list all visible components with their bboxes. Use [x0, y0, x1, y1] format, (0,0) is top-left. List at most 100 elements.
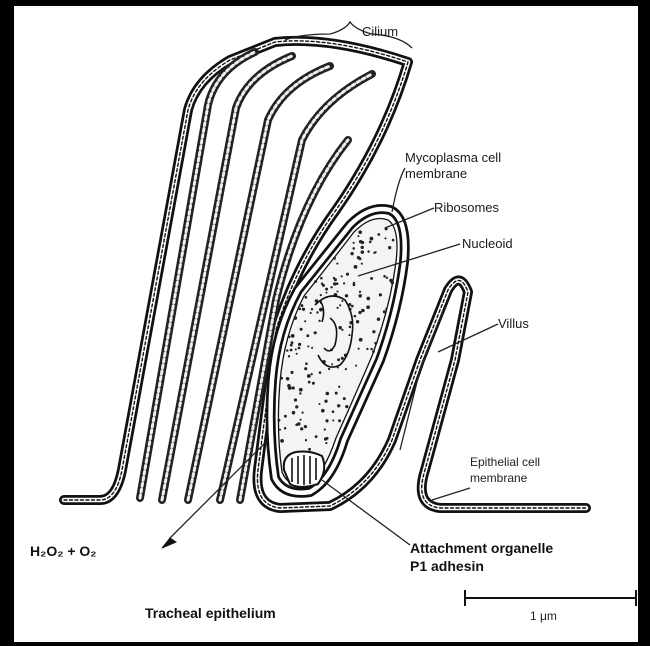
- ribosome-dot: [324, 400, 327, 403]
- ribosome-dot: [325, 288, 328, 291]
- ribosome-dot: [357, 256, 360, 259]
- ribosome-dot: [374, 251, 376, 253]
- ribosome-dot: [391, 281, 394, 284]
- ribosome-dot: [339, 304, 341, 306]
- ribosome-dot: [280, 439, 284, 443]
- ribosome-dot: [330, 286, 332, 288]
- ribosome-dot: [337, 307, 339, 309]
- ribosome-dot: [337, 358, 340, 361]
- ribosome-dot: [377, 317, 380, 320]
- ribosome-dot: [290, 349, 293, 352]
- ribosome-dot: [346, 273, 349, 276]
- ribosome-dot: [318, 403, 320, 405]
- ribosome-dot: [328, 368, 330, 370]
- ribosome-dot: [372, 330, 375, 333]
- ribosome-dot: [284, 415, 287, 418]
- ribosome-dot: [377, 233, 380, 236]
- ribosome-dot: [325, 442, 327, 444]
- ribosome-dot: [311, 347, 313, 349]
- ribosome-dot: [316, 311, 318, 313]
- ribosome-dot: [287, 384, 291, 388]
- ribosome-dot: [322, 284, 325, 287]
- ribosome-dot: [311, 308, 313, 310]
- ribosome-dot: [295, 405, 298, 408]
- ribosome-dot: [305, 296, 308, 299]
- ribosome-dot: [312, 382, 315, 385]
- ribosome-dot: [358, 230, 362, 234]
- ribosome-dot: [333, 282, 336, 285]
- ribosome-dot: [367, 250, 369, 252]
- ribosome-dot: [286, 349, 288, 351]
- ribosome-dot: [341, 275, 343, 277]
- label-nucleoid: Nucleoid: [462, 236, 513, 251]
- ribosome-dot: [302, 412, 304, 414]
- ribosome-dot: [288, 355, 290, 357]
- ribosome-dot: [291, 334, 295, 338]
- ribosome-dot: [326, 437, 329, 440]
- ribosome-dot: [304, 425, 307, 428]
- label-mycoplasma-membrane-2: membrane: [405, 166, 467, 181]
- ribosome-dot: [326, 392, 330, 396]
- ribosome-dot: [359, 291, 361, 293]
- ribosome-dot: [291, 341, 294, 344]
- label-mycoplasma-membrane-1: Mycoplasma cell: [405, 150, 501, 165]
- ribosome-dot: [314, 331, 317, 334]
- label-p1-adhesin: P1 adhesin: [410, 558, 484, 574]
- ribosome-dot: [324, 428, 326, 430]
- ribosome-dot: [356, 320, 359, 323]
- label-cilium: Cilium: [362, 24, 398, 39]
- ribosome-dot: [311, 373, 313, 375]
- ribosome-dot: [310, 312, 312, 314]
- label-villus: Villus: [498, 316, 529, 331]
- ribosome-dot: [343, 397, 346, 400]
- label-attachment-organelle: Attachment organelle: [410, 540, 553, 556]
- ribosome-dot: [345, 294, 348, 297]
- ribosome-dot: [351, 305, 354, 308]
- ribosome-dot: [298, 347, 301, 350]
- ribosome-dot: [300, 328, 303, 331]
- label-epithelial-2: membrane: [470, 471, 528, 485]
- ribosome-dot: [370, 348, 372, 350]
- ribosome-dot: [295, 348, 297, 350]
- ribosome-dot: [280, 377, 283, 380]
- ribosome-dot: [338, 326, 341, 329]
- ribosome-dot: [332, 410, 335, 413]
- ribosome-dot: [333, 277, 335, 279]
- ribosome-dot: [361, 246, 364, 249]
- ribosome-dot: [305, 362, 308, 365]
- ribosome-dot: [336, 263, 338, 265]
- ribosome-dot: [369, 241, 372, 244]
- ribosome-dot: [290, 371, 293, 374]
- ribosome-dot: [308, 381, 311, 384]
- ribosome-dot: [299, 392, 301, 394]
- ribosome-dot: [326, 292, 328, 294]
- ribosome-dot: [284, 427, 287, 430]
- ribosome-dot: [314, 280, 317, 283]
- ribosome-dot: [359, 338, 363, 342]
- label-scale: 1 μm: [530, 609, 557, 623]
- ribosome-dot: [383, 275, 386, 278]
- ribosome-dot: [321, 409, 325, 413]
- ribosome-dot: [355, 365, 357, 367]
- ribosome-dot: [292, 411, 296, 415]
- ribosome-dot: [370, 277, 373, 280]
- ribosome-dot: [299, 388, 303, 392]
- ribosome-dot: [332, 419, 334, 421]
- ribosome-dot: [354, 315, 357, 318]
- ribosome-dot: [374, 342, 377, 345]
- ribosome-dot: [319, 371, 322, 374]
- ribosome-dot: [307, 374, 311, 378]
- label-ribosomes: Ribosomes: [434, 200, 500, 215]
- ribosome-dot: [307, 345, 309, 347]
- ribosome-dot: [293, 316, 297, 320]
- ribosome-dot: [335, 392, 338, 395]
- ribosome-dot: [298, 343, 301, 346]
- scale-bar: [465, 590, 636, 606]
- ribosome-dot: [379, 293, 382, 296]
- ribosome-dot: [348, 334, 350, 336]
- ribosome-dot: [361, 241, 364, 244]
- ribosome-dot: [294, 398, 297, 401]
- ribosome-dot: [319, 308, 323, 312]
- ribosome-dot: [361, 250, 365, 254]
